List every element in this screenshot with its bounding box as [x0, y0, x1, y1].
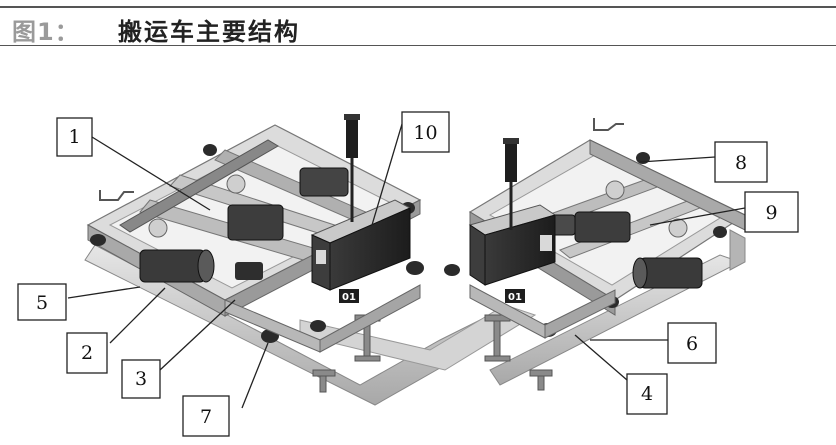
leader-3 [159, 299, 236, 371]
callout-2: 2 [66, 332, 108, 374]
callout-6-number: 6 [686, 333, 698, 355]
left-transport-cart [86, 114, 424, 353]
callout-10-number: 10 [413, 122, 437, 144]
position-marker-left: 01 [339, 289, 359, 303]
leader-1 [91, 136, 211, 211]
left-cart-signal-tower [344, 114, 360, 222]
position-marker-right-label: 01 [508, 292, 522, 303]
callout-2-number: 2 [81, 342, 93, 364]
leader-5 [67, 286, 141, 299]
callout-5: 5 [17, 283, 67, 321]
callout-4: 4 [626, 373, 668, 415]
callout-9-number: 9 [765, 202, 777, 224]
right-transport-cart [444, 118, 747, 339]
leader-4 [574, 334, 628, 381]
callout-3: 3 [121, 359, 161, 399]
callout-8-number: 8 [735, 152, 747, 174]
right-cart-control-box [468, 204, 557, 286]
callout-1: 1 [56, 117, 93, 157]
leader-7 [241, 342, 269, 409]
leader-2 [109, 287, 166, 344]
left-cart-motors [139, 167, 349, 283]
figure-label: 图1： [12, 18, 80, 46]
callout-1-number: 1 [68, 126, 80, 148]
callout-5-number: 5 [36, 292, 48, 314]
callout-7: 7 [182, 395, 230, 437]
figure-header: 图1： 搬运车主要结构 [0, 0, 836, 48]
callout-4-number: 4 [641, 383, 653, 405]
callout-3-number: 3 [135, 368, 147, 390]
header-bottom-rule [0, 45, 836, 46]
callout-7-number: 7 [200, 406, 212, 428]
leader-9 [649, 207, 746, 226]
header-top-rule [0, 6, 836, 8]
callout-9: 9 [744, 191, 799, 233]
transport-cart-diagram: 01 01 1 2 3 4 5 6 [17, 111, 799, 437]
callout-6: 6 [667, 322, 717, 364]
callout-8: 8 [714, 141, 768, 183]
left-cart-control-box [310, 199, 412, 291]
leader-10 [371, 123, 403, 226]
right-cart-signal-tower [503, 138, 519, 230]
leader-8 [639, 156, 716, 163]
figure-title: 搬运车主要结构 [118, 18, 300, 46]
position-marker-left-label: 01 [342, 292, 356, 303]
callout-leader-lines [67, 123, 746, 409]
position-marker-right: 01 [505, 289, 525, 303]
callout-10: 10 [401, 111, 450, 153]
